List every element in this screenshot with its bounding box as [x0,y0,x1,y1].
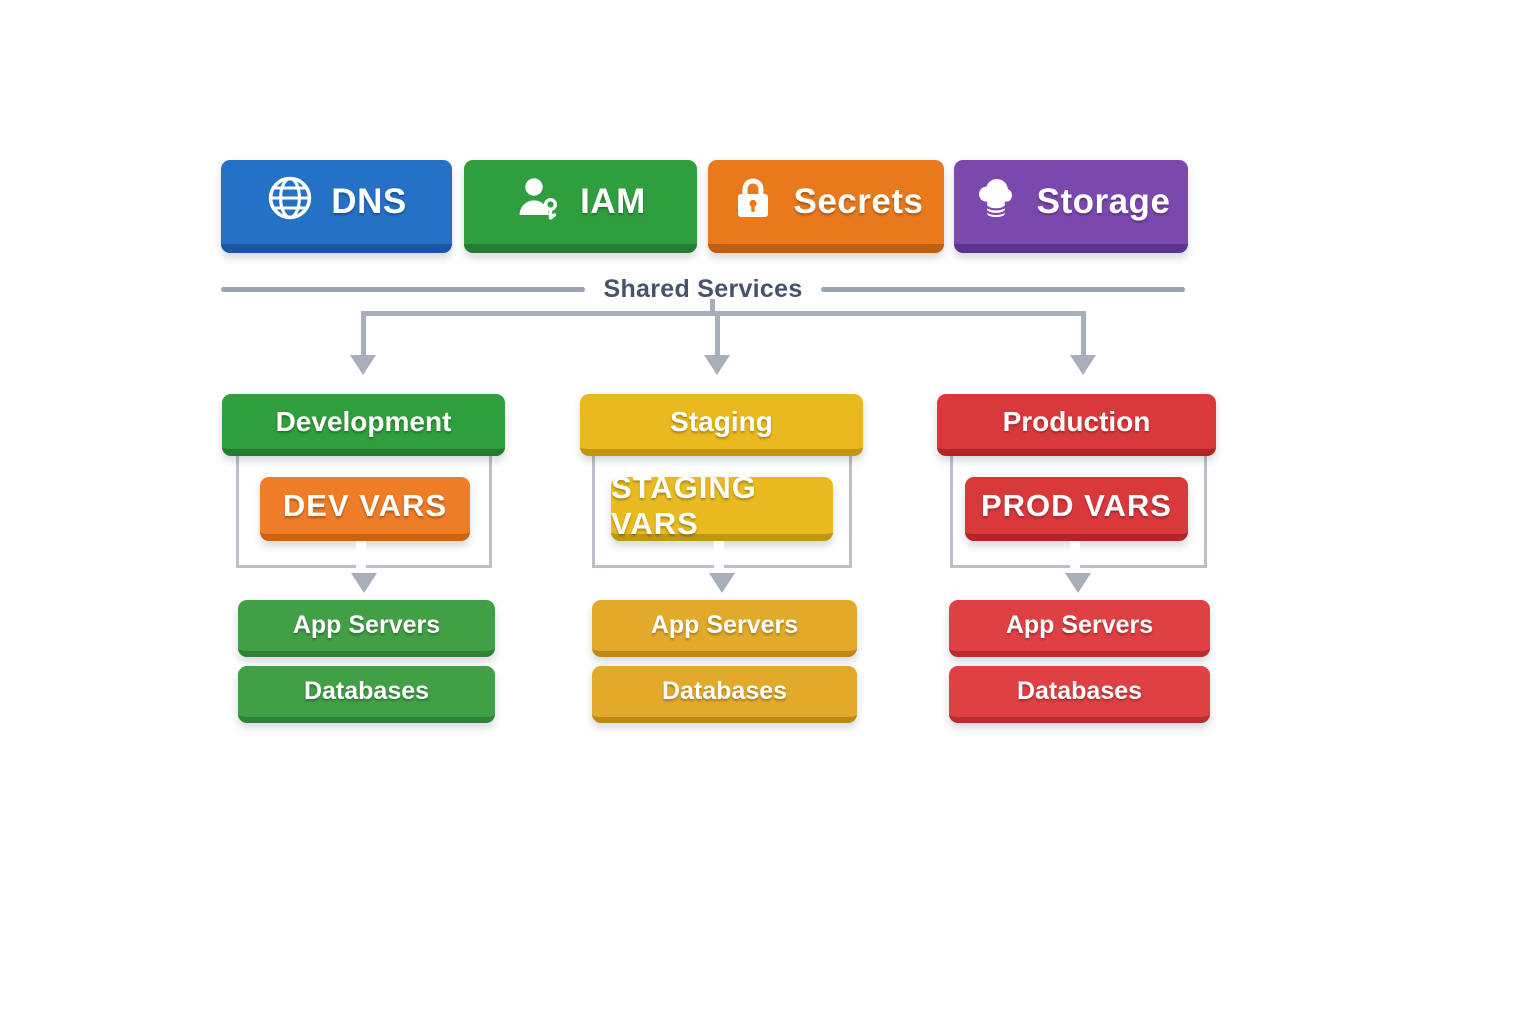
resource-node-databases: Databases [949,666,1210,723]
environment-header-development: Development [222,394,505,456]
resource-node-databases: Databases [592,666,857,723]
service-label: IAM [580,182,646,221]
environment-header-staging: Staging [580,394,863,456]
vars-node-development: DEV VARS [260,477,470,541]
column-arrow-stem [1070,541,1080,575]
resource-label: App Servers [650,611,799,639]
resource-label: Databases [1016,677,1143,705]
service-label: Storage [1036,182,1171,221]
connector-stem-staging [715,311,720,357]
environment-label: Production [1002,405,1151,437]
user-key-icon [515,174,563,231]
arrow-down-icon [709,573,735,593]
arrow-down-icon [350,355,376,375]
service-node-iam: IAM [464,160,697,253]
environment-label: Staging [670,405,773,437]
arrow-down-icon [351,573,377,593]
vars-label: DEV VARS [282,487,448,523]
resource-node-app-servers: App Servers [949,600,1210,657]
vars-node-production: PROD VARS [965,477,1188,541]
arrow-down-icon [1065,573,1091,593]
resource-label: App Servers [1005,611,1154,639]
divider-line-right [820,286,1186,292]
column-arrow-stem [714,541,724,575]
vars-node-staging: STAGING VARS [611,470,833,541]
vars-label: STAGING VARS [611,469,757,541]
shared-services-divider: Shared Services [221,274,1186,304]
globe-icon [266,174,314,231]
resource-node-databases: Databases [238,666,495,723]
shared-services-label: Shared Services [603,274,803,303]
service-label: Secrets [793,182,924,221]
service-label: DNS [331,182,407,221]
service-node-storage: Storage [954,160,1188,253]
resource-node-app-servers: App Servers [238,600,495,657]
connector-stub [710,299,715,313]
arrow-down-icon [704,355,730,375]
vars-label: PROD VARS [980,487,1172,523]
connector-horizontal-line [361,311,1085,316]
lock-icon [729,174,777,231]
divider-line-left [221,286,586,292]
environment-header-production: Production [937,394,1216,456]
resource-label: Databases [303,677,430,705]
connector-stem-development [361,311,366,357]
service-node-secrets: Secrets [708,160,944,253]
resource-label: Databases [661,677,788,705]
arrow-down-icon [1070,355,1096,375]
column-arrow-stem [356,541,366,575]
environment-label: Development [275,405,452,437]
resource-node-app-servers: App Servers [592,600,857,657]
service-node-dns: DNS [221,160,452,253]
cloud-database-icon [972,174,1020,231]
connector-stem-production [1081,311,1086,357]
resource-label: App Servers [292,611,441,639]
